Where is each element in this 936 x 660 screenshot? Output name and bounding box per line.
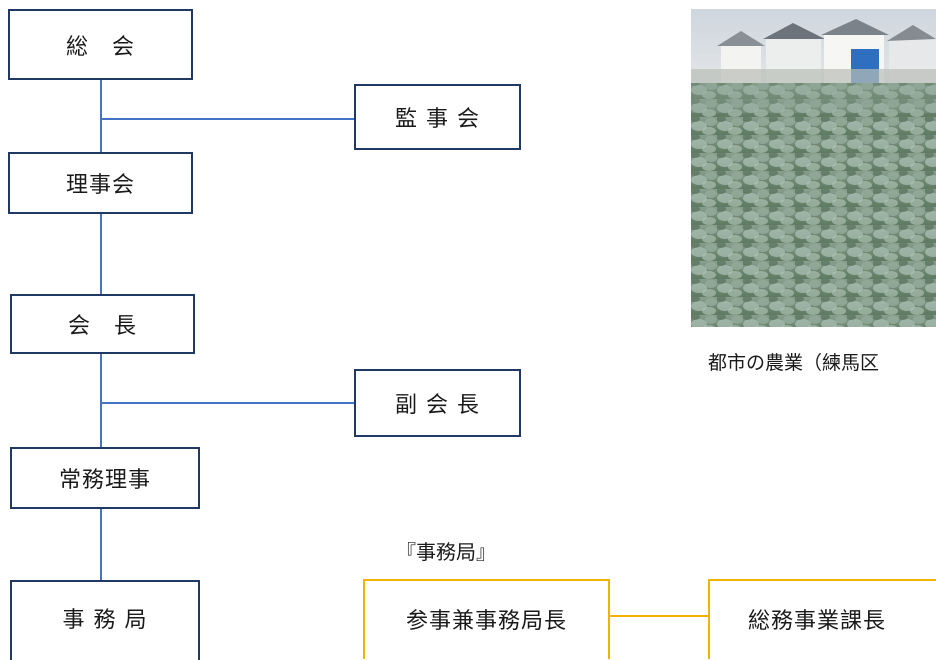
president-label: 会 長 — [67, 314, 137, 339]
cabbage-field-image — [691, 9, 936, 327]
urban-farm-photo — [691, 9, 936, 327]
general-affairs-manager-label: 総務事業課長 — [748, 609, 887, 634]
secretary-general-label: 参事兼事務局長 — [405, 609, 567, 634]
general-meeting-box: 総 会 — [8, 9, 193, 80]
auditors-box: 監 事 会 — [354, 84, 521, 150]
connector-executive-secretariat — [100, 507, 102, 581]
connector-general-board — [100, 78, 102, 152]
connector-president-executive — [100, 351, 102, 448]
secretariat-box: 事 務 局 — [10, 580, 200, 660]
connector-vice-president — [100, 402, 356, 404]
photo-caption: 都市の農業（練馬区 — [708, 352, 880, 374]
vice-president-box: 副 会 長 — [354, 369, 521, 437]
vice-president-label: 副 会 長 — [395, 393, 480, 418]
general-meeting-label: 総 会 — [65, 34, 135, 60]
board-box: 理事会 — [8, 152, 193, 214]
connector-auditors — [100, 118, 356, 120]
connector-secretariat-staff — [609, 615, 709, 617]
secretary-general-box: 参事兼事務局長 — [363, 579, 610, 659]
connector-board-president — [100, 212, 102, 295]
executive-director-box: 常務理事 — [10, 447, 200, 509]
president-box: 会 長 — [10, 294, 195, 354]
secretariat-section-label: 『事務局』 — [396, 540, 496, 564]
board-label: 理事会 — [65, 173, 135, 198]
auditors-label: 監 事 会 — [395, 107, 480, 132]
general-affairs-manager-box: 総務事業課長 — [708, 579, 936, 659]
executive-director-label: 常務理事 — [58, 468, 151, 493]
secretariat-label: 事 務 局 — [62, 608, 148, 633]
